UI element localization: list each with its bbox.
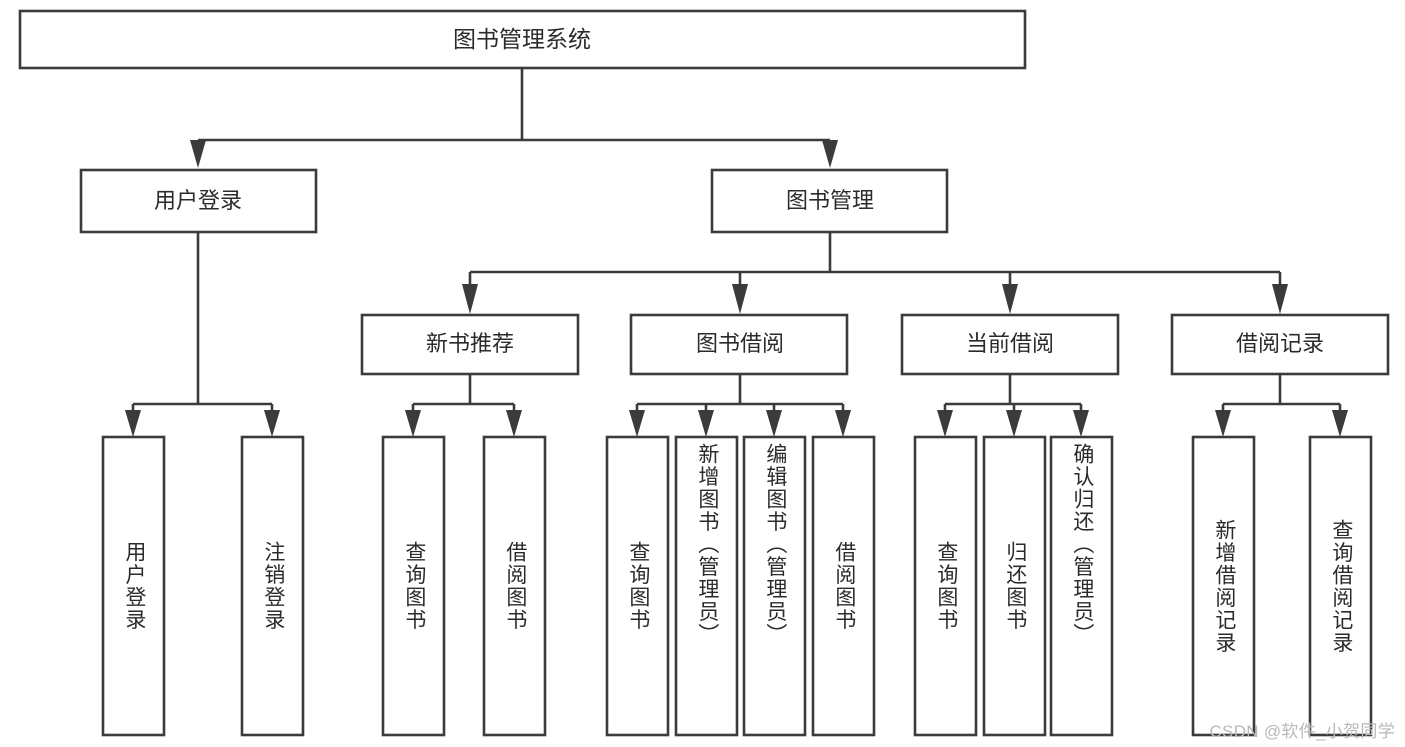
node-user-login-label: 用户登录	[154, 188, 242, 213]
node-book-borrow-label: 图书借阅	[696, 331, 784, 356]
node-new-book-recommend-label: 新书推荐	[426, 331, 514, 356]
leaf-boxes	[101, 435, 1373, 737]
node-current-borrow[interactable]: 当前借阅	[900, 313, 1120, 376]
leaf-box-query-book-borrow[interactable]	[605, 435, 670, 737]
node-new-book-recommend[interactable]: 新书推荐	[360, 313, 580, 376]
connector-book-mgmt-to-level3	[462, 232, 1288, 314]
leaf-box-return-book[interactable]	[982, 435, 1047, 737]
leaf-box-borrow-book[interactable]	[811, 435, 876, 737]
leaf-box-user-login[interactable]	[101, 435, 166, 737]
connector-current-borrow-to-leaves	[937, 374, 1089, 437]
node-user-login[interactable]: 用户登录	[79, 168, 318, 234]
node-root[interactable]: 图书管理系统	[18, 9, 1027, 70]
connector-new-book-to-leaves	[405, 374, 522, 437]
leaf-box-query-book-new[interactable]	[381, 435, 446, 737]
node-book-management-label: 图书管理	[786, 188, 874, 213]
connector-user-login-to-leaves	[125, 232, 280, 437]
node-borrow-record-label: 借阅记录	[1236, 331, 1324, 356]
leaf-box-borrow-book-new[interactable]	[482, 435, 547, 737]
leaf-box-query-book-current[interactable]	[913, 435, 978, 737]
node-current-borrow-label: 当前借阅	[966, 331, 1054, 356]
leaf-box-logout[interactable]	[240, 435, 305, 737]
leaf-box-query-borrow-record[interactable]	[1308, 435, 1373, 737]
leaf-box-edit-book-admin[interactable]	[742, 435, 807, 737]
node-root-label: 图书管理系统	[453, 26, 591, 52]
connector-root-to-level2	[190, 68, 838, 168]
leaf-box-add-borrow-record[interactable]	[1191, 435, 1256, 737]
leaf-box-confirm-return-admin[interactable]	[1049, 435, 1114, 737]
node-book-management[interactable]: 图书管理	[710, 168, 949, 234]
leaf-box-add-book-admin[interactable]	[674, 435, 739, 737]
connector-borrow-record-to-leaves	[1215, 374, 1348, 437]
node-book-borrow[interactable]: 图书借阅	[629, 313, 849, 376]
connector-book-borrow-to-leaves	[629, 374, 851, 437]
node-borrow-record[interactable]: 借阅记录	[1170, 313, 1390, 376]
